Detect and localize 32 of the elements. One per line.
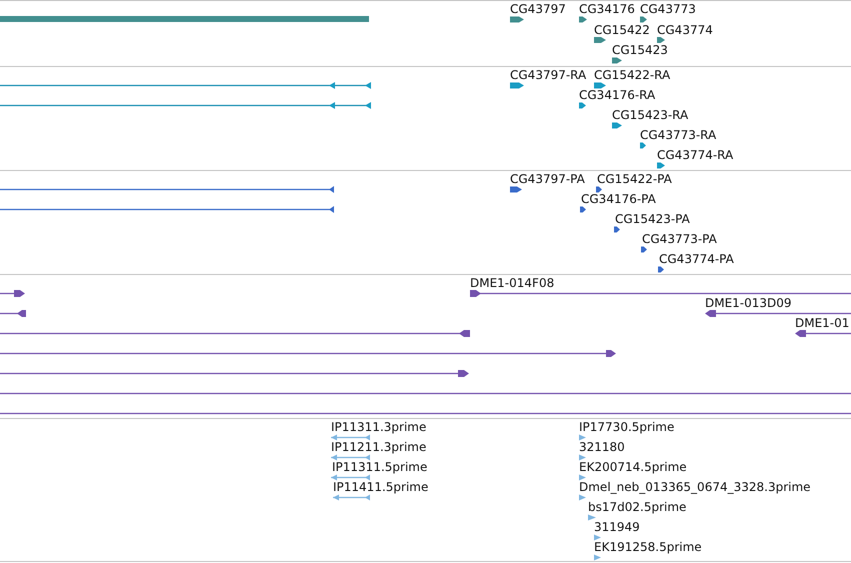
feature-label: 321180 bbox=[579, 440, 625, 454]
feature-label: CG15423-RA bbox=[612, 108, 688, 122]
feature-label: CG43773-PA bbox=[642, 232, 717, 246]
feature-label: IP11311.3prime bbox=[331, 420, 426, 434]
feature-label: 311949 bbox=[594, 520, 640, 534]
feature-label: bs17d02.5prime bbox=[588, 500, 686, 514]
feature-label: CG34176-PA bbox=[581, 192, 656, 206]
feature-label: IP11411.5prime bbox=[333, 480, 428, 494]
feature-label: EK200714.5prime bbox=[579, 460, 687, 474]
feature-label: CG15422-PA bbox=[597, 172, 672, 186]
feature-label: CG43797-RA bbox=[510, 68, 586, 82]
feature-label: CG34176-RA bbox=[579, 88, 656, 102]
feature-label: CG43774-RA bbox=[657, 148, 734, 162]
feature-label: EK191258.5prime bbox=[594, 540, 702, 554]
feature-label: Dmel_neb_013365_0674_3328.3prime bbox=[579, 480, 811, 494]
feature-label: DME1-01 bbox=[795, 316, 850, 330]
feature-label: DME1-014F08 bbox=[470, 276, 554, 290]
feature-label: CG43797 bbox=[510, 2, 566, 16]
feature-label: CG34176 bbox=[579, 2, 635, 16]
feature-label: IP11311.5prime bbox=[332, 460, 428, 474]
feature-label: CG43774-PA bbox=[659, 252, 734, 266]
feature-label: DME1-013D09 bbox=[705, 296, 792, 310]
feature-label: CG15422-RA bbox=[594, 68, 670, 82]
feature-label: IP11211.3prime bbox=[331, 440, 426, 454]
feature-label: CG15423 bbox=[612, 43, 668, 57]
feature-label: CG43773-RA bbox=[640, 128, 716, 142]
feature-label: CG15422 bbox=[594, 22, 650, 36]
feature-label: CG43797-PA bbox=[510, 172, 585, 186]
feature-label: IP17730.5prime bbox=[579, 420, 674, 434]
feature-label: CG43773 bbox=[640, 2, 696, 16]
feature-label: CG15423-PA bbox=[615, 212, 690, 226]
feature-label: CG43774 bbox=[657, 22, 713, 36]
